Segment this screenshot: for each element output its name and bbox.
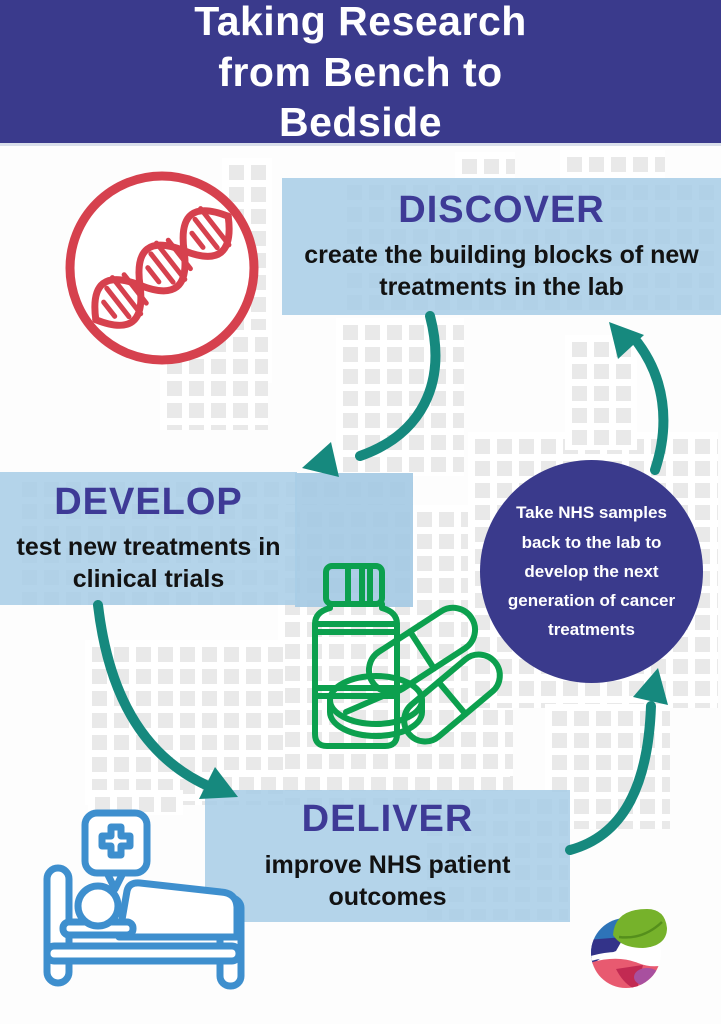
dna-helix-icon [60, 165, 265, 370]
develop-side-block [295, 473, 413, 607]
hospital-bed-patient-icon [35, 805, 250, 990]
medicine-bottle-pills-icon [300, 550, 515, 760]
deliver-box: DELIVER improve NHS patient outcomes [205, 790, 570, 922]
page-title: Taking Research from Bench to Bedside [194, 0, 527, 145]
deliver-heading: DELIVER [301, 798, 474, 841]
develop-text-group: DEVELOP test new treatments in clinical … [0, 480, 329, 596]
deliver-description: improve NHS patient outcomes [264, 850, 511, 911]
develop-heading: DEVELOP [54, 480, 243, 523]
develop-box-fill [0, 472, 297, 605]
mosaic-pattern-patch [560, 150, 665, 178]
feedback-loop-text: Take NHS samples back to the lab to deve… [507, 503, 676, 640]
develop-description: test new treatments in clinical trials [16, 533, 281, 594]
arrowhead-discover-to-develop [302, 442, 339, 477]
mosaic-pattern-patch [455, 152, 515, 178]
mosaic-pattern-patch [565, 335, 637, 450]
leaf-globe-logo [586, 906, 674, 994]
mosaic-pattern-patch [336, 318, 464, 476]
mosaic-pattern-patch [210, 770, 510, 790]
discover-description: create the building blocks of new treatm… [304, 241, 699, 302]
discover-heading: DISCOVER [398, 188, 605, 231]
develop-box: DEVELOP test new treatments in clinical … [0, 472, 297, 605]
discover-box: DISCOVER create the building blocks of n… [282, 178, 721, 315]
title-banner: Taking Research from Bench to Bedside [0, 0, 721, 146]
feedback-loop-circle: Take NHS samples back to the lab to deve… [480, 460, 703, 683]
